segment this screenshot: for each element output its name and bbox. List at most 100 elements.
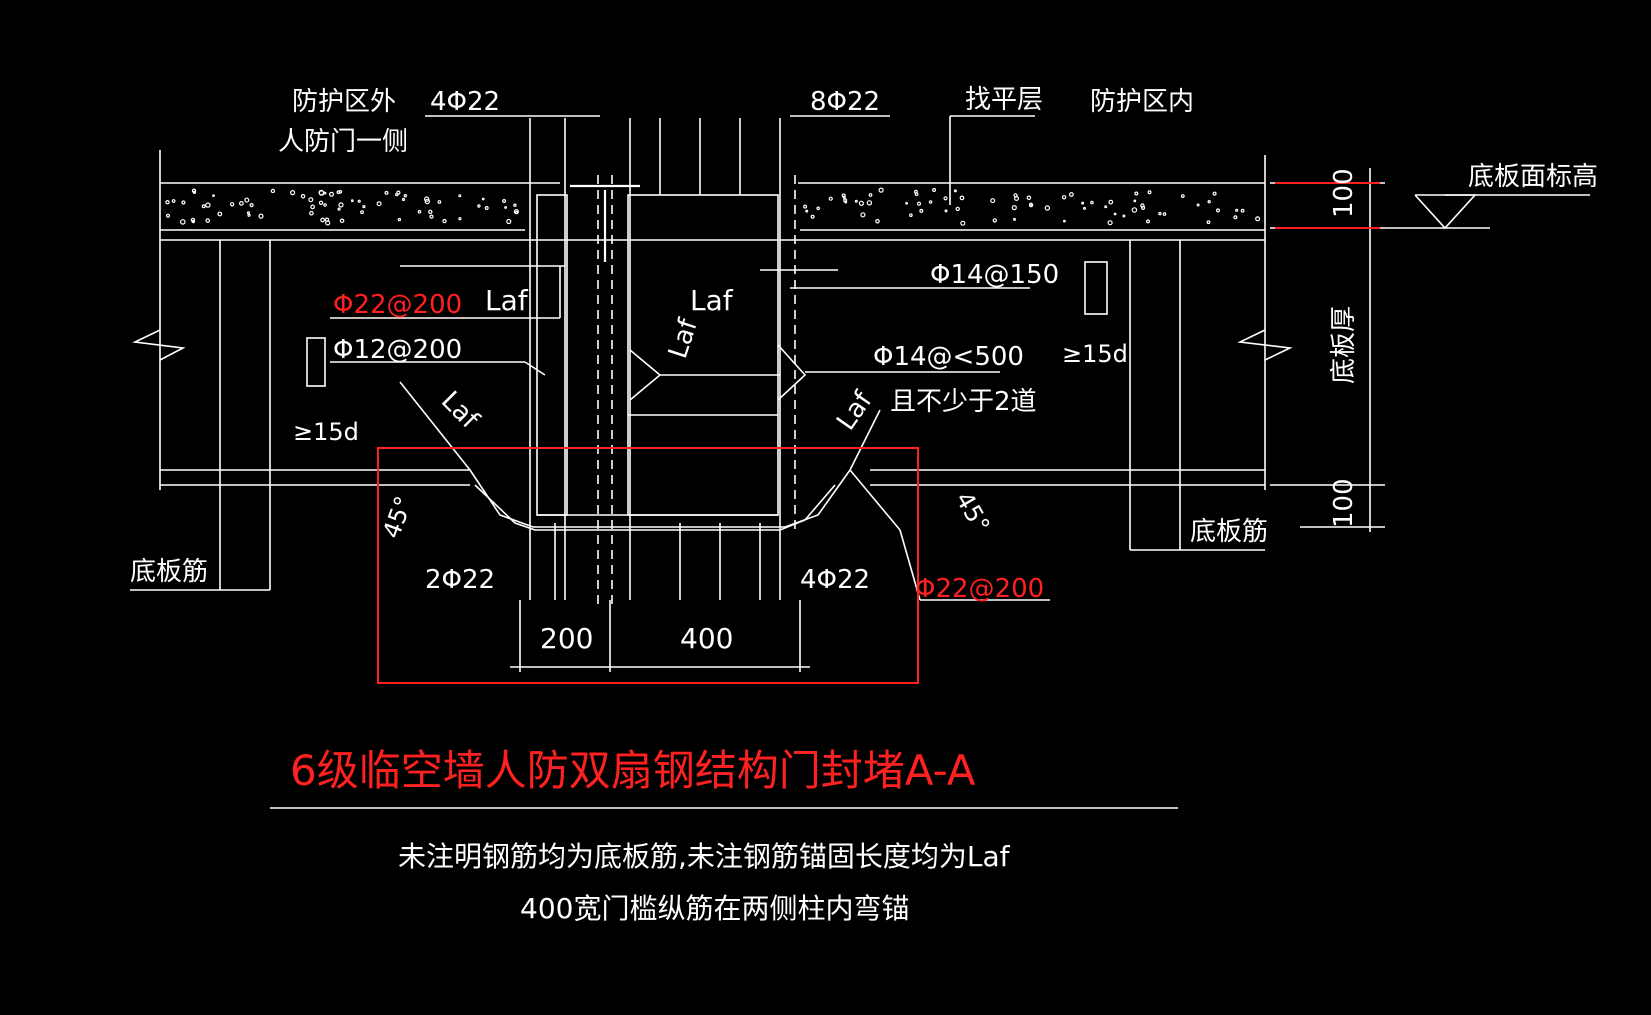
- note-line-1: 未注明钢筋均为底板筋,未注钢筋锚固长度均为Laf: [398, 840, 1011, 873]
- hatch-speck: [1061, 195, 1067, 200]
- hatch-speck: [932, 188, 937, 193]
- leveling-layer-label: 找平层: [965, 85, 1043, 115]
- hatch-speck: [1158, 211, 1162, 216]
- hatch-speck: [325, 220, 331, 226]
- hatch-speck: [513, 203, 517, 207]
- slab-outline: [159, 150, 1266, 531]
- hatch-speck: [403, 193, 407, 198]
- hatch-speck: [1068, 192, 1074, 197]
- anchor-15d-right-label: ≥15d: [1062, 340, 1128, 368]
- hatch-speck: [810, 214, 815, 219]
- hatch-speck: [506, 218, 512, 225]
- hatch-speck: [960, 220, 966, 226]
- dimension-100-bottom: 100: [1329, 478, 1359, 528]
- leader-lines: [330, 115, 1050, 601]
- hatch-speck: [338, 202, 344, 208]
- rebar-d22-200-left-label: Φ22@200: [333, 290, 462, 320]
- hatch-speck: [424, 198, 430, 205]
- hatch-speck: [309, 210, 314, 216]
- laf-label-1: Laf: [485, 284, 529, 317]
- hatch-speck: [397, 217, 402, 222]
- slab-rebar-right-label: 底板筋: [1190, 517, 1268, 547]
- hatch-speck: [858, 200, 865, 206]
- hatch-speck: [1212, 191, 1217, 196]
- hatch-speck: [1013, 196, 1019, 202]
- laf-label-2: Laf: [690, 284, 734, 317]
- hatch-speck: [1104, 205, 1108, 209]
- hatch-speck: [192, 190, 197, 194]
- hatch-speck: [190, 217, 196, 223]
- hatch-speck: [1113, 212, 1117, 216]
- hatch-speck: [339, 218, 345, 224]
- hatch-speck: [514, 210, 519, 214]
- hatch-speck: [458, 194, 462, 198]
- hatch-speck: [1133, 199, 1137, 203]
- rebar-cage: [536, 118, 807, 600]
- hatch-speck: [1255, 216, 1261, 222]
- hatch-speck: [816, 206, 821, 211]
- note-line-2: 400宽门槛纵筋在两侧柱内弯锚: [520, 892, 909, 925]
- hatch-speck: [212, 194, 215, 198]
- hatch-speck: [270, 188, 276, 194]
- hatch-speck: [181, 200, 186, 205]
- outside-zone-label-2: 人防门一侧: [278, 127, 408, 157]
- angle-45-left-label: 45°: [377, 492, 418, 542]
- hatch-speck: [1206, 220, 1211, 225]
- hatch-speck: [166, 213, 171, 218]
- hatch-speck: [360, 210, 364, 215]
- hatch-speck: [844, 200, 848, 204]
- hatch-speck: [955, 206, 960, 212]
- hatch-speck: [1082, 206, 1086, 210]
- hatch-speck: [854, 199, 858, 203]
- hatch-speck: [165, 199, 170, 205]
- hatch-speck: [868, 193, 873, 197]
- section-marks: [306, 261, 1108, 387]
- hatch-speck: [300, 194, 306, 199]
- drawing-title: 6级临空墙人防双扇钢结构门封堵A-A: [290, 746, 976, 795]
- hatch-speck: [217, 211, 223, 217]
- hatch-speck: [1134, 191, 1139, 196]
- rebar-d14-150-label: Φ14@150: [930, 260, 1059, 290]
- slab-thickness-label: 底板厚: [1329, 306, 1359, 384]
- hatch-speck: [428, 209, 433, 214]
- hatch-speck: [205, 218, 211, 223]
- hatch-speck: [860, 212, 866, 218]
- hatch-speck: [376, 201, 382, 207]
- hatch-speck: [1081, 201, 1085, 205]
- pit-walls: [130, 118, 1265, 610]
- hatch-speck: [180, 219, 186, 225]
- inside-zone-label: 防护区内: [1090, 87, 1194, 117]
- hatch-speck: [1026, 195, 1032, 201]
- hatch-speck: [1044, 205, 1051, 211]
- hatch-speck: [477, 204, 481, 208]
- hatch-speck: [484, 206, 489, 211]
- hatch-speck: [1108, 199, 1114, 205]
- hatch-speck: [424, 196, 430, 202]
- slab-rebar-left-label: 底板筋: [130, 557, 208, 587]
- hatch-speck: [442, 218, 447, 224]
- hatch-speck: [866, 200, 873, 206]
- hatch-speck: [205, 202, 211, 208]
- hatch-speck: [437, 200, 442, 204]
- detail-highlight-box: [377, 447, 919, 684]
- hatch-speck: [337, 207, 341, 211]
- hatch-speck: [336, 190, 341, 195]
- hatch-speck: [1147, 190, 1152, 195]
- hatch-speck: [384, 190, 389, 195]
- hatch-speck: [944, 209, 948, 213]
- rebar-4d22-bottom-label: 4Φ22: [800, 565, 870, 595]
- hatch-speck: [417, 209, 422, 214]
- slab-top-elevation-label: 底板面标高: [1468, 162, 1598, 192]
- rebar-d22-200-right-label: Φ22@200: [915, 574, 1044, 604]
- hatch-speck: [1122, 214, 1126, 218]
- hatch-speck: [357, 199, 361, 203]
- dimension-lines: [510, 168, 1590, 672]
- rebar-8d22-top-label: 8Φ22: [810, 87, 880, 117]
- hatch-speck: [1028, 202, 1034, 208]
- hatch-speck: [1207, 199, 1211, 204]
- hatch-speck: [1107, 220, 1113, 226]
- hatch-speck: [1235, 208, 1239, 212]
- hatch-speck: [1240, 208, 1245, 213]
- hatch-speck: [992, 218, 998, 223]
